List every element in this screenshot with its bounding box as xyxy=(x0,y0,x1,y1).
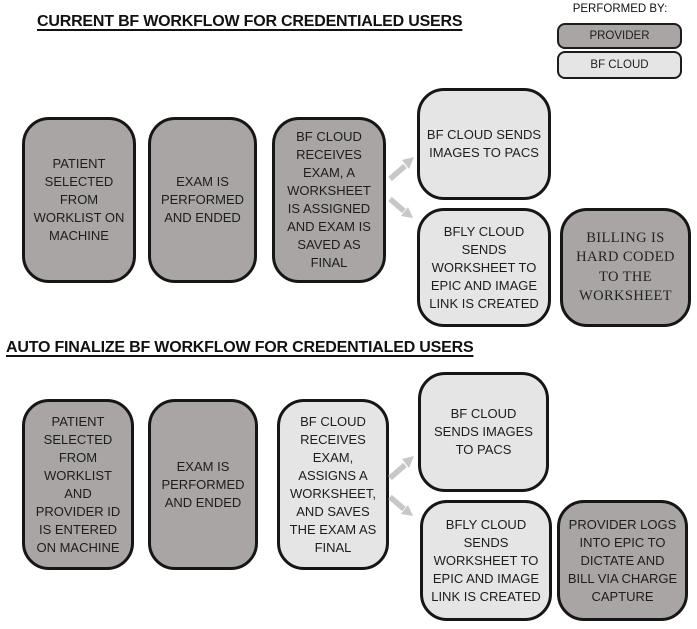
arrow-down-right-icon xyxy=(388,196,413,218)
node-exam-performed: EXAM IS PERFORMED AND ENDED xyxy=(148,117,257,283)
node-text: BF CLOUD SENDS IMAGES TO PACS xyxy=(434,406,533,457)
legend-item-label: PROVIDER xyxy=(589,30,650,42)
section-title-auto-finalize-workflow: AUTO FINALIZE BF WORKFLOW FOR CREDENTIAL… xyxy=(6,339,474,356)
node-text: BFLY CLOUD SENDS WORKSHEET TO EPIC AND I… xyxy=(429,223,539,311)
legend-item-provider: PROVIDER xyxy=(557,23,682,49)
node-text: PATIENT SELECTED FROM WORKLIST ON MACHIN… xyxy=(33,156,125,243)
node-text: EXAM IS PERFORMED AND ENDED xyxy=(161,458,245,510)
node-text: PATIENT SELECTED FROM WORKLIST AND PROVI… xyxy=(35,413,121,555)
node-bf-cloud-receives: BF CLOUD RECEIVES EXAM, A WORKSHEET IS A… xyxy=(272,117,386,283)
node-text: EXAM IS PERFORMED AND ENDED xyxy=(160,174,245,225)
node-sends-images-to-pacs: BF CLOUD SENDS IMAGES TO PACS xyxy=(417,88,551,200)
node-text: PROVIDER LOGS INTO EPIC TO DICTATE AND B… xyxy=(567,516,678,604)
node-patient-selected-provider-id: PATIENT SELECTED FROM WORKLIST AND PROVI… xyxy=(22,399,134,570)
node-bf-cloud-receives-auto: BF CLOUD RECEIVES EXAM, ASSIGNS A WORKSH… xyxy=(277,399,389,570)
node-patient-selected: PATIENT SELECTED FROM WORKLIST ON MACHIN… xyxy=(22,117,136,283)
arrow-up-right-icon xyxy=(388,157,414,182)
node-provider-logs-into-epic: PROVIDER LOGS INTO EPIC TO DICTATE AND B… xyxy=(557,500,688,621)
node-text: BF CLOUD RECEIVES EXAM, ASSIGNS A WORKSH… xyxy=(289,413,377,555)
legend-title: PERFORMED BY: xyxy=(572,3,668,15)
node-sends-worksheet-to-epic: BFLY CLOUD SENDS WORKSHEET TO EPIC AND I… xyxy=(417,208,551,327)
section-title-current-workflow: CURRENT BF WORKFLOW FOR CREDENTIALED USE… xyxy=(37,13,463,30)
node-text: BF CLOUD RECEIVES EXAM, A WORKSHEET IS A… xyxy=(287,129,371,270)
node-text: BILLING IS HARD CODED TO THE WORKSHEET xyxy=(576,229,675,305)
node-billing-hard-coded: BILLING IS HARD CODED TO THE WORKSHEET xyxy=(560,208,691,327)
legend-item-label: BF CLOUD xyxy=(590,59,649,71)
arrow-up-right-icon xyxy=(388,456,414,481)
node-exam-performed: EXAM IS PERFORMED AND ENDED xyxy=(148,399,258,570)
legend-item-bf-cloud: BF CLOUD xyxy=(557,51,682,79)
node-text: BFLY CLOUD SENDS WORKSHEET TO EPIC AND I… xyxy=(431,516,541,604)
node-sends-images-to-pacs: BF CLOUD SENDS IMAGES TO PACS xyxy=(418,372,549,492)
arrow-down-right-icon xyxy=(388,494,413,516)
node-sends-worksheet-to-epic: BFLY CLOUD SENDS WORKSHEET TO EPIC AND I… xyxy=(420,500,552,621)
node-text: BF CLOUD SENDS IMAGES TO PACS xyxy=(426,127,542,160)
